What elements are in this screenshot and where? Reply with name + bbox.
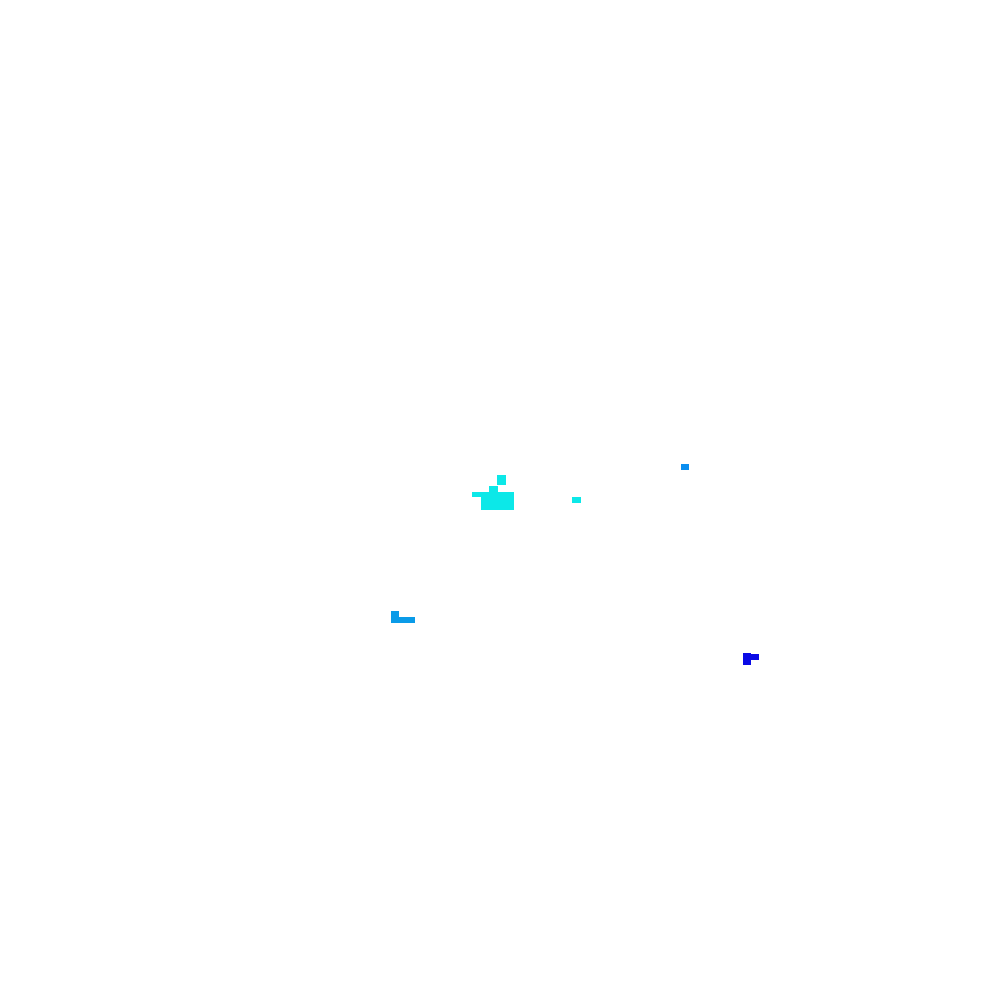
cyan-cluster-left-tail xyxy=(472,492,484,497)
cyan-cluster-step-pixel xyxy=(489,486,498,492)
cyan-speck xyxy=(572,497,581,503)
cyan-cluster-top-pixel xyxy=(497,475,506,485)
sky-blue-dot xyxy=(681,464,689,470)
sky-blue-hook-base xyxy=(391,617,415,623)
deep-blue-mark-flag xyxy=(743,654,759,660)
cyan-cluster-body xyxy=(481,492,514,510)
